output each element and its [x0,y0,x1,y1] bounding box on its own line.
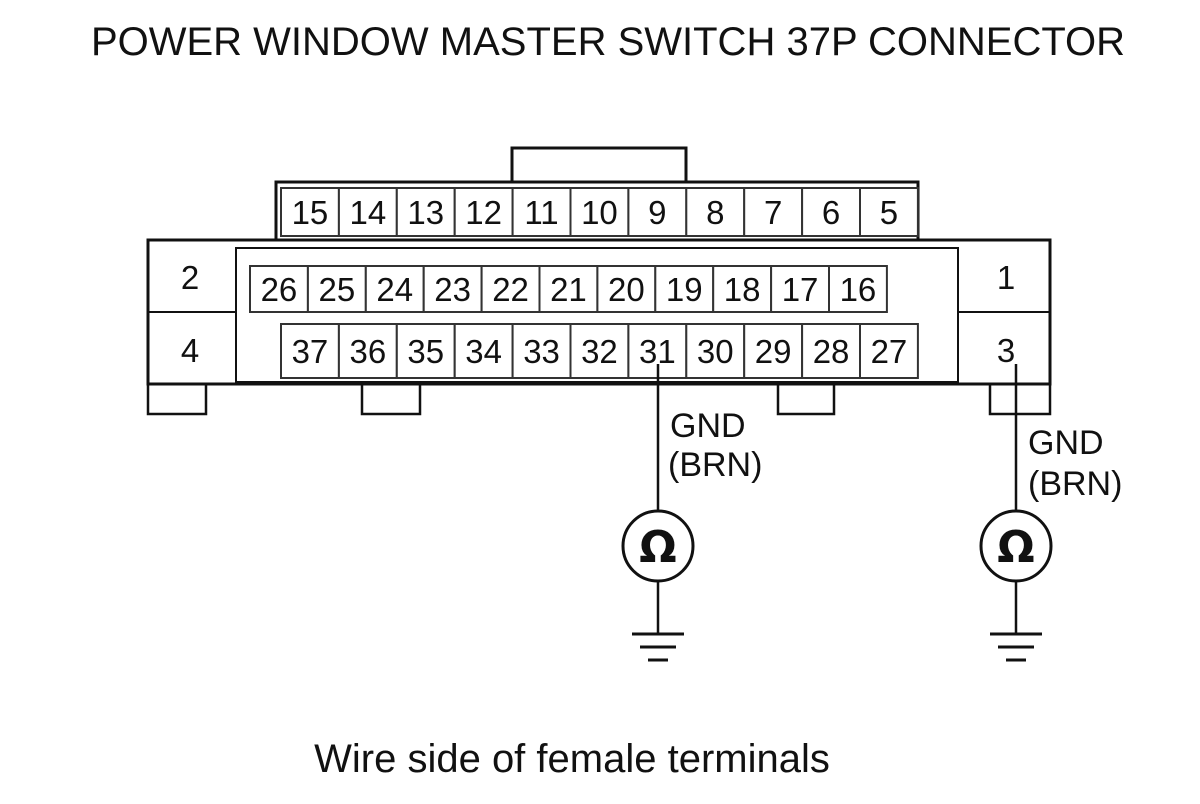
terminal-6: 6 [822,194,840,231]
ground-icon [632,632,684,662]
terminal-3: 3 [997,332,1015,369]
terminal-cell [249,265,309,313]
terminal-17: 17 [782,271,819,308]
terminal-20: 20 [608,271,645,308]
terminal-29: 29 [755,333,792,370]
terminal-2: 2 [181,259,199,296]
terminal-35: 35 [407,333,444,370]
terminal-18: 18 [724,271,761,308]
diagram-title: POWER WINDOW MASTER SWITCH 37P CONNECTOR [91,20,1125,64]
terminal-cell [770,265,830,313]
terminal-13: 13 [407,194,444,231]
terminal-36: 36 [349,333,386,370]
housing-recess [235,247,959,383]
terminal-5: 5 [880,194,898,231]
terminal-cell [801,187,861,237]
housing-foot [776,384,836,416]
terminal-cell [280,187,340,237]
locking-tab [510,146,688,182]
terminal-25: 25 [318,271,355,308]
terminal-14: 14 [349,194,386,231]
wire-label-gnd: GND [670,407,746,445]
terminal-row-middle: 26 25 24 23 22 21 20 19 18 17 16 [249,265,888,313]
terminal-31: 31 [639,333,676,370]
terminal-cell [511,187,572,237]
probe-terminal-3: GND (BRN) Ω [979,364,1122,662]
terminal-cell [395,323,456,379]
ohmmeter-icon: Ω [979,509,1053,583]
terminal-11: 11 [524,194,558,231]
terminal-cell [859,187,919,237]
terminal-21: 21 [550,271,587,308]
terminal-10: 10 [581,194,618,231]
terminal-cell [654,265,715,313]
housing-foot [360,384,422,416]
terminal-28: 28 [813,333,850,370]
terminal-cell [538,265,599,313]
wire-label-gnd: GND [1028,424,1104,462]
terminal-26: 26 [261,271,298,308]
terminal-7: 7 [764,194,782,231]
terminal-15: 15 [292,194,329,231]
terminal-8: 8 [706,194,724,231]
left-terminal-block: 2 4 [148,259,236,369]
terminal-cell [511,323,572,379]
terminal-37: 37 [292,333,329,370]
terminal-cell [828,265,888,313]
probe-terminal-31: GND (BRN) Ω [621,364,762,662]
terminal-cell [569,187,630,237]
terminal-cell [859,323,919,379]
terminal-row-top: 15 14 13 12 11 10 9 8 7 6 5 [280,187,919,237]
wire-label-color: (BRN) [1028,465,1122,503]
terminal-12: 12 [465,194,502,231]
terminal-cell [364,265,425,313]
terminal-cell [280,323,340,379]
terminal-4: 4 [181,332,199,369]
terminal-cell [712,265,773,313]
terminal-22: 22 [492,271,529,308]
terminal-24: 24 [376,271,413,308]
terminal-cell [453,323,514,379]
terminal-34: 34 [465,333,502,370]
terminal-16: 16 [840,271,877,308]
terminal-cell [395,187,456,237]
terminal-27: 27 [871,333,908,370]
wire-label-color: (BRN) [668,446,762,484]
terminal-1: 1 [997,259,1015,296]
terminal-cell [453,187,514,237]
terminal-19: 19 [666,271,703,308]
terminal-23: 23 [434,271,471,308]
ohm-symbol: Ω [639,522,676,573]
diagram-caption: Wire side of female terminals [314,737,830,781]
terminal-row-bottom: 37 36 35 34 33 32 31 30 29 28 27 [280,323,919,379]
terminal-32: 32 [581,333,618,370]
terminal-cell [743,323,804,379]
terminal-cell [685,187,746,237]
terminal-30: 30 [697,333,734,370]
terminal-cell [627,187,688,237]
terminal-cell [596,265,657,313]
ohm-symbol: Ω [997,522,1034,573]
ground-icon [990,632,1042,662]
terminal-9: 9 [648,194,666,231]
housing-foot [146,384,208,416]
right-terminal-block: 1 3 [958,259,1050,369]
terminal-cell [422,265,483,313]
terminal-33: 33 [523,333,560,370]
ohmmeter-icon: Ω [621,509,695,583]
housing-foot [988,384,1052,416]
